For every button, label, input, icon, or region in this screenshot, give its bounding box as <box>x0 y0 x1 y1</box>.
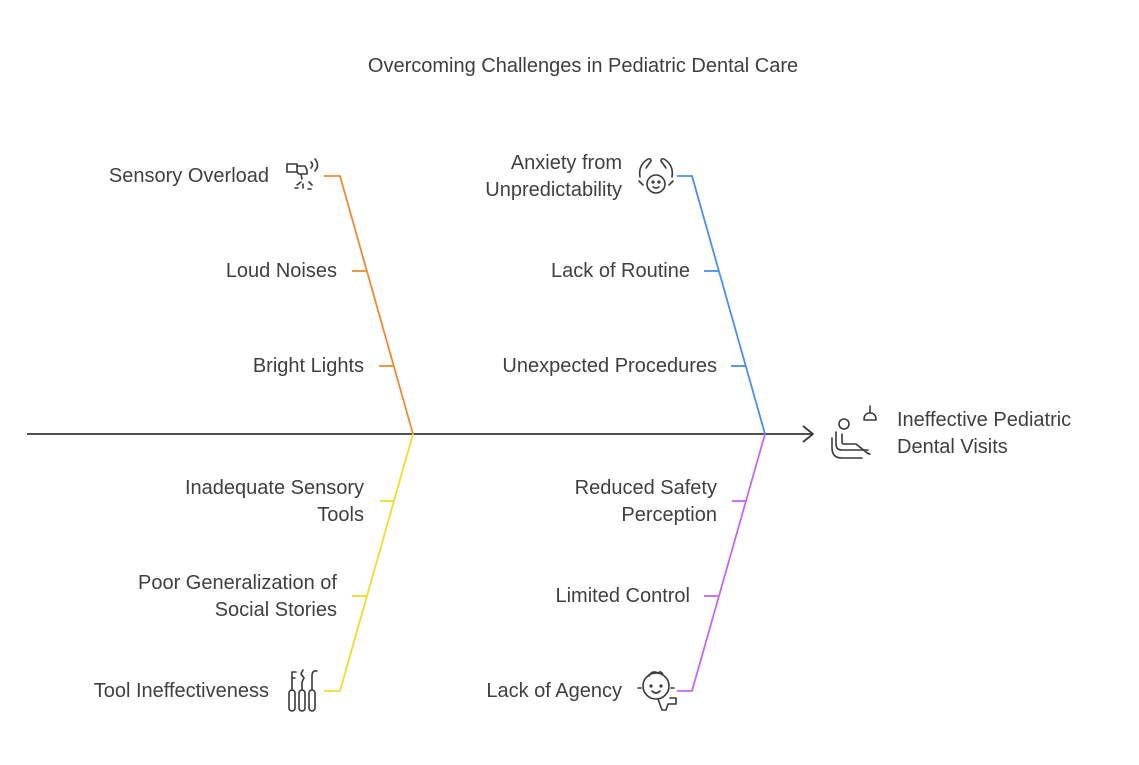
bone-lack-of-agency <box>677 433 766 692</box>
category-label-line: Unpredictability <box>485 179 622 201</box>
cause-label-loud-noises: Loud Noises <box>225 260 337 282</box>
category-label-line: Anxiety from <box>510 152 622 174</box>
category-label-anxiety-unpredictability: Anxiety from Unpredictability <box>420 150 622 204</box>
dental-drill-icon <box>286 158 319 190</box>
bone-tool-ineffectiveness <box>324 433 414 692</box>
bone-anxiety-unpredictability <box>677 175 766 435</box>
anxious-face-icon <box>638 157 674 194</box>
cause-label-line: Social Stories <box>214 599 337 621</box>
effect-label-line: Dental Visits <box>897 436 1008 458</box>
cause-label-line: Poor Generalization of <box>137 572 337 594</box>
cause-label-line: Inadequate Sensory <box>184 477 364 499</box>
cause-label-line: Reduced Safety <box>574 477 717 499</box>
cause-label-poor-generalization: Poor Generalization of Social Stories <box>80 570 337 624</box>
category-label-tool-ineffectiveness: Tool Ineffectiveness <box>93 680 269 702</box>
cause-label-bright-lights: Bright Lights <box>252 355 364 377</box>
diagram-title: Overcoming Challenges in Pediatric Denta… <box>367 55 799 77</box>
bone-sensory-overload <box>324 175 414 435</box>
effect-label: Ineffective Pediatric Dental Visits <box>897 407 1127 461</box>
cause-label-limited-control: Limited Control <box>555 585 690 607</box>
cause-label-line: Tools <box>317 504 364 526</box>
dental-chair-icon <box>831 405 877 459</box>
cause-label-lack-of-routine: Lack of Routine <box>551 260 690 282</box>
cause-label-reduced-safety-perception: Reduced Safety Perception <box>480 475 717 529</box>
spine-arrowhead <box>802 425 814 443</box>
dental-tools-icon <box>288 669 318 712</box>
category-label-sensory-overload: Sensory Overload <box>108 165 269 187</box>
child-toothbrush-icon <box>637 671 677 711</box>
effect-label-line: Ineffective Pediatric <box>897 409 1072 431</box>
category-label-lack-of-agency: Lack of Agency <box>486 680 622 702</box>
cause-label-unexpected-procedures: Unexpected Procedures <box>502 355 717 377</box>
cause-label-line: Perception <box>621 504 717 526</box>
cause-label-inadequate-sensory-tools: Inadequate Sensory Tools <box>120 475 364 529</box>
